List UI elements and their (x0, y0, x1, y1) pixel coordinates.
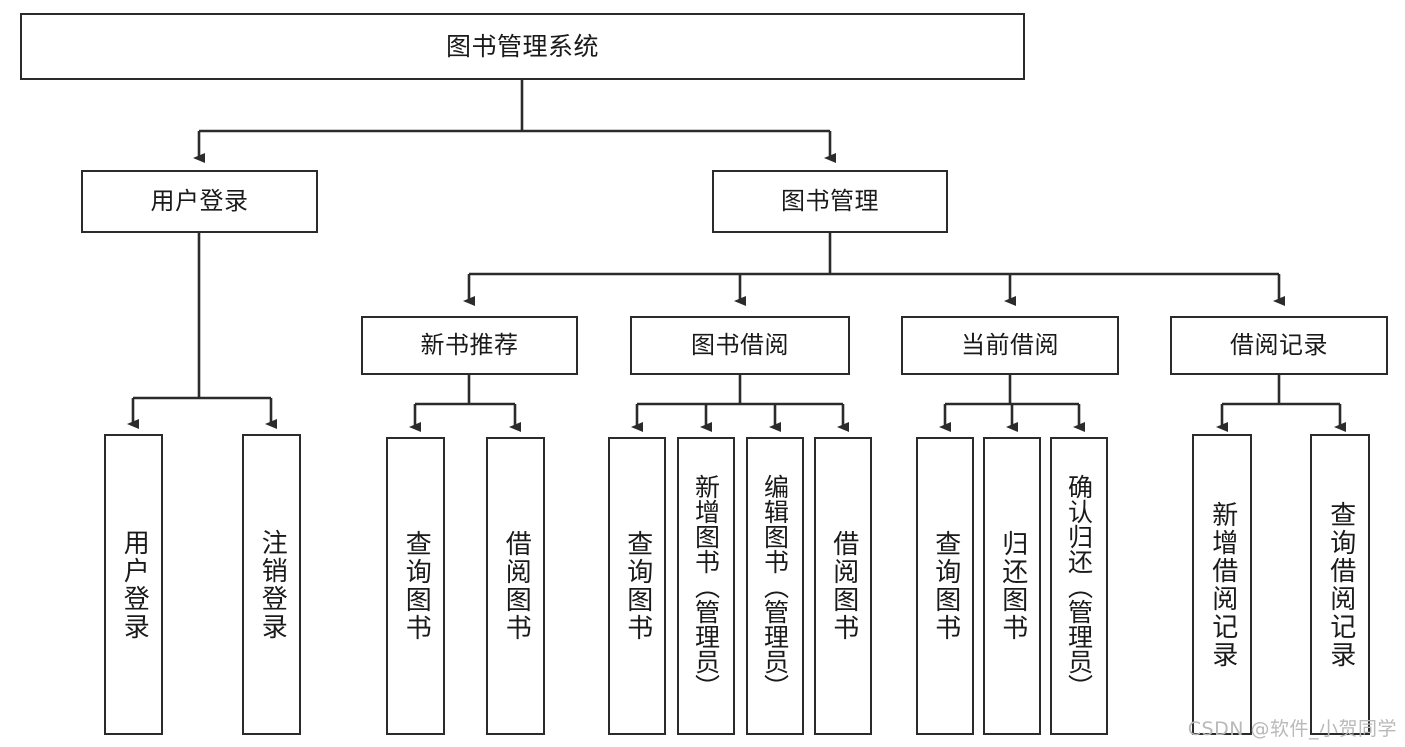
node-label: 归还图书 (997, 530, 1028, 642)
node-label: 图书借阅 (691, 331, 789, 360)
node-label: 确认归还（管理员） (1064, 473, 1094, 699)
node-label: 新增借阅记录 (1207, 500, 1238, 669)
node-label: 用户登录 (150, 187, 249, 216)
leaf-book-borrow-add[interactable]: 新增图书（管理员） (677, 437, 735, 735)
node-label: 新书推荐 (420, 331, 519, 360)
leaf-current-borrow-query[interactable]: 查询图书 (916, 437, 974, 735)
leaf-current-borrow-return[interactable]: 归还图书 (983, 437, 1041, 735)
node-label: 图书管理系统 (445, 31, 599, 61)
node-label: 借阅记录 (1230, 331, 1328, 360)
node-borrow-record[interactable]: 借阅记录 (1170, 316, 1388, 375)
node-label: 借阅图书 (828, 530, 859, 642)
leaf-user-login-login[interactable]: 用户登录 (104, 434, 163, 735)
node-user-login[interactable]: 用户登录 (81, 170, 318, 233)
node-label: 查询图书 (622, 530, 653, 642)
node-label: 图书管理 (781, 187, 879, 216)
leaf-current-borrow-confirm-return[interactable]: 确认归还（管理员） (1050, 437, 1108, 735)
node-current-borrow[interactable]: 当前借阅 (901, 316, 1119, 375)
leaf-new-book-borrow[interactable]: 借阅图书 (486, 437, 545, 735)
leaf-book-borrow-edit[interactable]: 编辑图书（管理员） (746, 437, 804, 735)
node-label: 当前借阅 (961, 331, 1059, 360)
node-label: 新增图书（管理员） (691, 473, 721, 699)
csdn-watermark: CSDN @软件_小贺同学 (1187, 718, 1397, 740)
node-label: 借阅图书 (501, 530, 532, 642)
leaf-user-login-logout[interactable]: 注销登录 (242, 434, 301, 735)
node-label: 查询借阅记录 (1325, 500, 1356, 669)
leaf-borrow-record-query[interactable]: 查询借阅记录 (1310, 434, 1370, 735)
node-new-book-recommend[interactable]: 新书推荐 (361, 316, 578, 375)
leaf-book-borrow-query[interactable]: 查询图书 (608, 437, 666, 735)
node-label: 用户登录 (119, 528, 150, 641)
node-root-system[interactable]: 图书管理系统 (20, 13, 1025, 80)
node-book-management[interactable]: 图书管理 (712, 170, 948, 233)
leaf-book-borrow-borrow[interactable]: 借阅图书 (814, 437, 872, 735)
node-book-borrow[interactable]: 图书借阅 (630, 316, 850, 375)
node-label: 编辑图书（管理员） (760, 473, 790, 699)
node-label: 查询图书 (930, 530, 961, 642)
node-label: 查询图书 (401, 530, 432, 642)
node-label: 注销登录 (257, 528, 288, 641)
leaf-borrow-record-add[interactable]: 新增借阅记录 (1192, 434, 1252, 735)
leaf-new-book-query[interactable]: 查询图书 (386, 437, 445, 735)
